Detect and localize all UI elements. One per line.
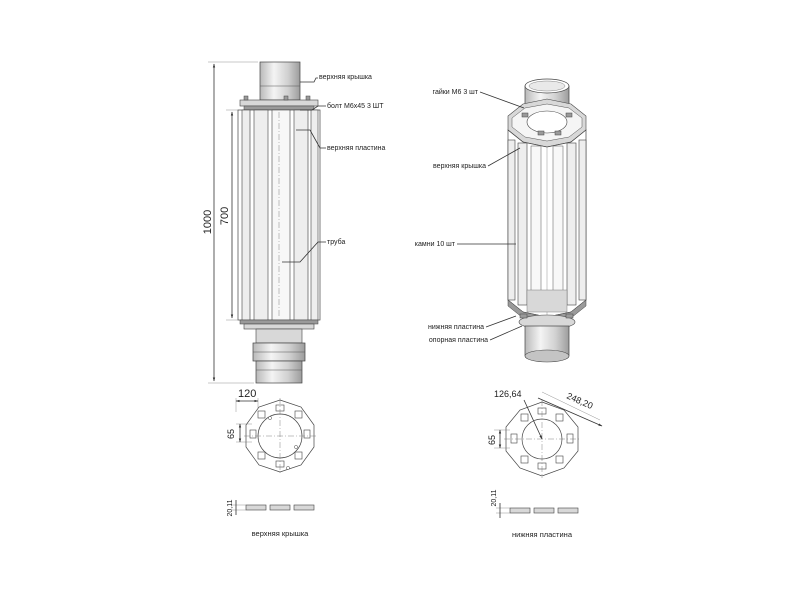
label-bolt: болт М6х45 3 ШТ [327,102,384,110]
bottom-plate-plan: 248,20 126,64 65 20,11 нижняя пластина [487,389,603,539]
dimension-inner-diameter: 126,64 [494,389,543,440]
bottom-plate-section: 20,11 [491,489,579,518]
label-pipe: труба [327,238,345,246]
iso-stone-body [507,129,587,318]
iso-bottom-pipe [524,325,570,363]
dim-outer-diameter: 248,20 [565,391,594,411]
support-plate [243,323,315,330]
dimension-overall-height: 1000 [202,61,258,384]
iso-top-cover [507,98,587,148]
top-cover-plan: 120 65 20,11 верхняя крышка [226,388,316,538]
top-pipe-stub [259,61,301,101]
dim-65-bottom: 65 [487,435,497,445]
top-cover-bolt-holes [268,416,298,470]
front-view-leaders: верхняя крышка болт М6х45 3 ШТ верхняя п… [282,74,385,263]
dim-120: 120 [238,388,256,400]
stone-frame-body [237,109,321,321]
dimension-120: 120 [235,388,259,412]
dim-thickness-bottom: 20,11 [491,489,498,506]
caption-top-cover: верхняя крышка [252,529,310,538]
dim-700: 700 [219,207,231,225]
bottom-pipe [252,328,306,384]
dim-inner-diameter: 126,64 [494,389,522,399]
caption-bottom-plate: нижняя пластина [512,530,573,539]
label-top-cover: верхняя крышка [319,74,372,81]
dim-65-top: 65 [226,429,236,439]
dim-thickness-top: 20,11 [227,499,234,516]
dimension-body-height: 700 [219,109,240,321]
top-cover-plate [239,99,319,107]
label-stones: камни 10 шт [415,241,456,248]
dim-1000: 1000 [202,210,214,234]
front-view: 1000 700 верхняя крышка болт М6х45 3 ШТ … [202,61,385,384]
label-iso-top-cover: верхняя крышка [433,163,486,170]
iso-view-leaders: гайки М6 3 шт верхняя крышка камни 10 шт… [415,88,525,344]
isometric-view: гайки М6 3 шт верхняя крышка камни 10 шт… [415,78,587,363]
bottom-plate [239,319,319,325]
top-cover-section: 20,11 [227,499,315,517]
dimension-65-bottom: 65 [487,429,510,449]
top-plate [243,105,315,111]
label-support-plate: опорная пластина [429,337,488,344]
label-top-plate: верхняя пластина [327,145,385,152]
label-nuts: гайки М6 3 шт [433,88,479,96]
label-bottom-plate: нижняя пластина [428,324,484,331]
dimension-65-top: 65 [226,423,252,443]
iso-bottom-plates [507,299,587,330]
bolt-heads [243,95,311,101]
